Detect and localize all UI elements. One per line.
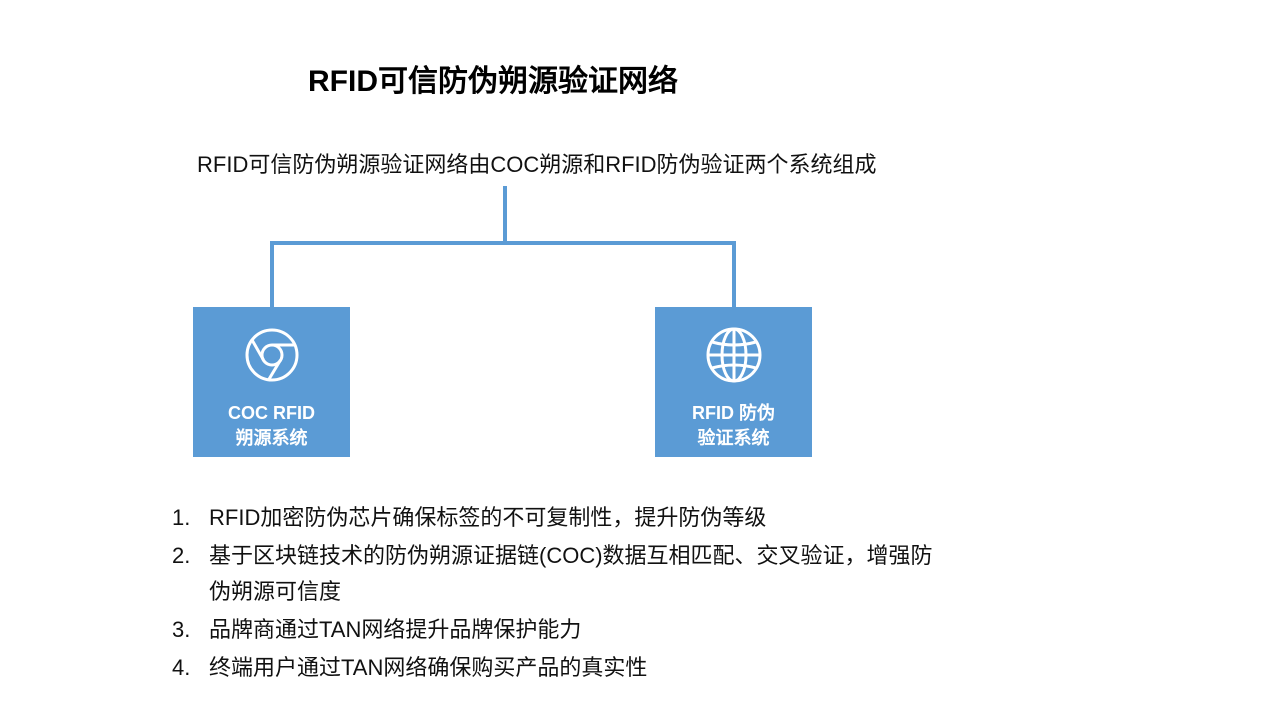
list-text: 品牌商通过TAN网络提升品牌保护能力	[209, 617, 582, 642]
node-label-line2: 朔源系统	[235, 428, 308, 448]
node-label: RFID 防伪 验证系统	[655, 401, 812, 451]
slide-title: RFID可信防伪朔源验证网络	[308, 65, 678, 98]
feature-list: 1. RFID加密防伪芯片确保标签的不可复制性，提升防伪等级 2. 基于区块链技…	[172, 500, 972, 688]
list-item: 4. 终端用户通过TAN网络确保购买产品的真实性	[172, 650, 972, 686]
globe-icon	[706, 327, 761, 383]
list-number: 3.	[172, 617, 191, 642]
list-item: 3. 品牌商通过TAN网络提升品牌保护能力	[172, 612, 972, 648]
list-number: 4.	[172, 655, 191, 680]
list-text: RFID加密防伪芯片确保标签的不可复制性，提升防伪等级	[209, 505, 767, 530]
node-label-line1: COC RFID	[228, 403, 315, 423]
root-node-text: RFID可信防伪朔源验证网络由COC朔源和RFID防伪验证两个系统组成	[197, 152, 877, 177]
list-text: 基于区块链技术的防伪朔源证据链(COC)数据互相匹配、交叉验证，增强防伪朔源可信…	[209, 543, 933, 604]
coc-rfid-trace-system-node: COC RFID 朔源系统	[193, 307, 350, 457]
list-number: 2.	[172, 543, 191, 568]
list-number: 1.	[172, 505, 191, 530]
list-item: 1. RFID加密防伪芯片确保标签的不可复制性，提升防伪等级	[172, 500, 972, 536]
chrome-icon	[245, 328, 298, 382]
list-text: 终端用户通过TAN网络确保购买产品的真实性	[209, 655, 648, 680]
node-label-line1: RFID 防伪	[692, 403, 775, 423]
list-item: 2. 基于区块链技术的防伪朔源证据链(COC)数据互相匹配、交叉验证，增强防伪朔…	[172, 538, 972, 610]
node-label: COC RFID 朔源系统	[193, 401, 350, 451]
node-label-line2: 验证系统	[697, 428, 770, 448]
rfid-anti-counterfeit-system-node: RFID 防伪 验证系统	[655, 307, 812, 457]
